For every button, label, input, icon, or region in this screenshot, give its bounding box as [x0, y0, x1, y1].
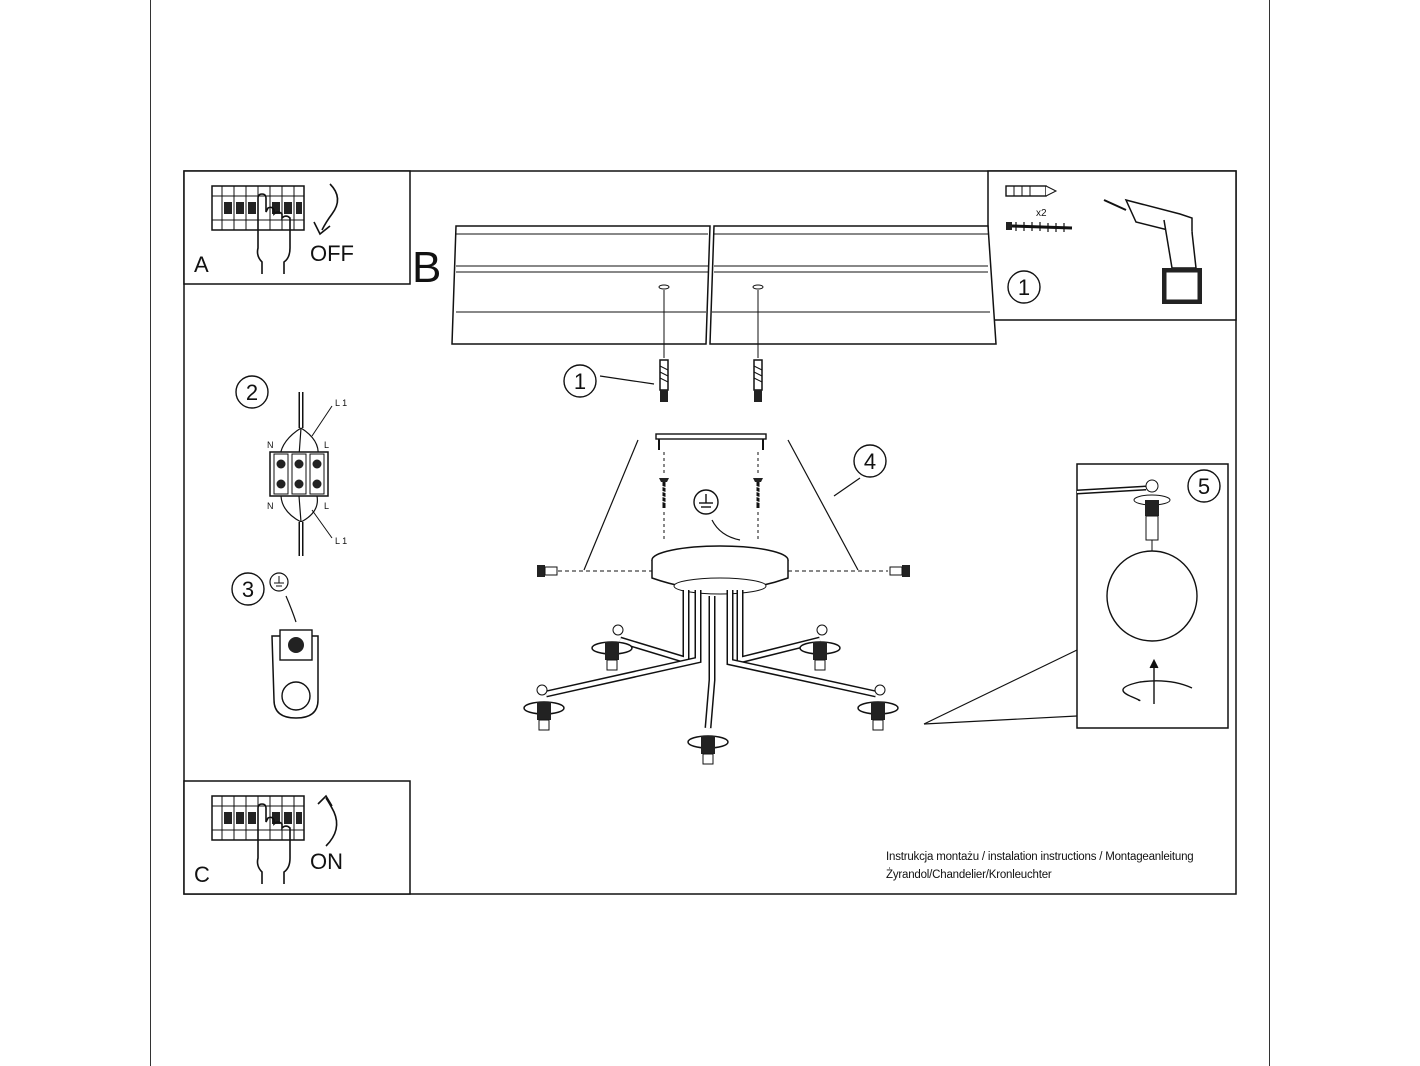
- mounting-bracket: [655, 433, 767, 540]
- page-left-edge: [150, 0, 151, 1066]
- caption-product: Żyrandol/Chandelier/Kronleuchter: [886, 869, 1052, 881]
- drill-icon: [1103, 198, 1202, 304]
- instruction-frame: [183, 170, 1237, 895]
- panel-c-letter: C: [194, 862, 210, 887]
- step-3-number: 3: [242, 577, 254, 602]
- caption-instructions: Instrukcja montażu / instalation instruc…: [886, 851, 1194, 863]
- step-2-number: 2: [246, 380, 258, 405]
- ground-terminal: [269, 572, 319, 719]
- panel-a-letter: A: [194, 252, 209, 277]
- step-1-inset-number: 1: [1018, 275, 1030, 300]
- step-1-number: 1: [574, 369, 586, 394]
- panel-c-on-text: ON: [310, 849, 343, 874]
- wall-plug-right: [753, 359, 763, 403]
- wire-label-bottom-n: N: [267, 501, 274, 511]
- page-right-edge: [1269, 0, 1270, 1066]
- glass-bulb: [1106, 550, 1198, 642]
- wire-label-top-l: L: [324, 440, 329, 450]
- wire-label-bottom-l: L: [324, 501, 329, 511]
- curved-arrow-icon: [325, 797, 338, 847]
- panel-a-power-off: [183, 170, 411, 285]
- ceiling-slab: [451, 225, 997, 358]
- step-4-number: 4: [864, 449, 876, 474]
- wire-label-bottom-l1: L 1: [335, 536, 347, 546]
- panel-c-power-on: [183, 780, 411, 895]
- rotate-arrow-icon: [1122, 658, 1193, 704]
- step-5-number: 5: [1198, 474, 1210, 499]
- wall-plug-left: [659, 359, 669, 403]
- panel-b-letter: B: [412, 243, 441, 292]
- dowel-count: x2: [1036, 208, 1047, 219]
- wiring-terminal-block: [269, 392, 333, 556]
- screw-icon: [1006, 222, 1073, 232]
- wall-plug-icon: [1005, 185, 1058, 197]
- curved-arrow-icon: [321, 183, 339, 231]
- bulb-detail-inset: [923, 463, 1229, 729]
- panel-a-off-text: OFF: [310, 241, 354, 266]
- wire-label-top-l1: L 1: [335, 398, 347, 408]
- side-screw-left: [537, 565, 652, 577]
- chandelier-body: [523, 545, 899, 765]
- earth-ground-icon: [693, 489, 741, 541]
- wire-label-top-n: N: [267, 440, 274, 450]
- side-screw-right: [788, 565, 910, 577]
